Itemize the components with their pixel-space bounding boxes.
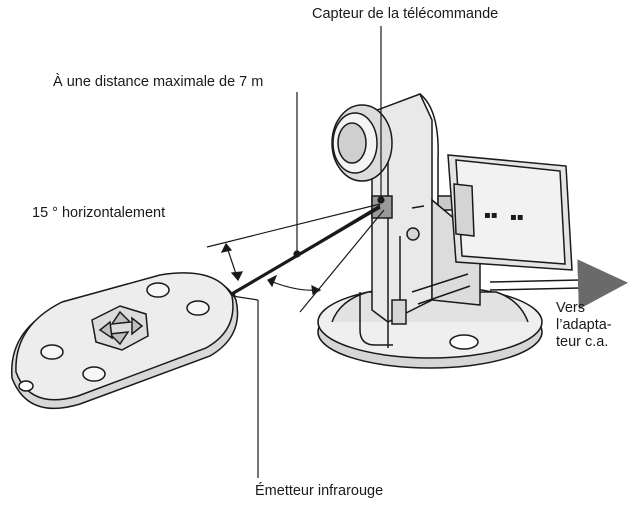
distance-label: À une distance maximale de 7 m	[53, 74, 264, 90]
dock-stand-icon	[317, 285, 543, 369]
svg-text:▪▪: ▪▪	[484, 210, 498, 221]
remote-control-icon	[11, 272, 239, 410]
angle-label: 15 ° horizontalement	[32, 205, 166, 221]
adapter-label-line-2: l’adapta-	[556, 317, 612, 333]
camcorder-icon	[331, 93, 481, 325]
sensor-window	[371, 195, 393, 219]
svg-text:▪▪: ▪▪	[510, 212, 524, 223]
emitter-label: Émetteur infrarouge	[255, 483, 384, 499]
adapter-label-line-3: teur c.a.	[556, 334, 609, 350]
lcd-screen-icon: ▪▪ ▪▪	[447, 154, 573, 271]
leader-lines	[228, 26, 385, 478]
adapter-label: Vers l’adapta- teur c.a.	[556, 300, 632, 351]
cable-arrow-icon	[489, 259, 628, 310]
ir-beam-line	[229, 205, 381, 297]
sensor-label: Capteur de la télécommande	[312, 6, 499, 22]
adapter-label-line-1: Vers	[556, 300, 586, 316]
